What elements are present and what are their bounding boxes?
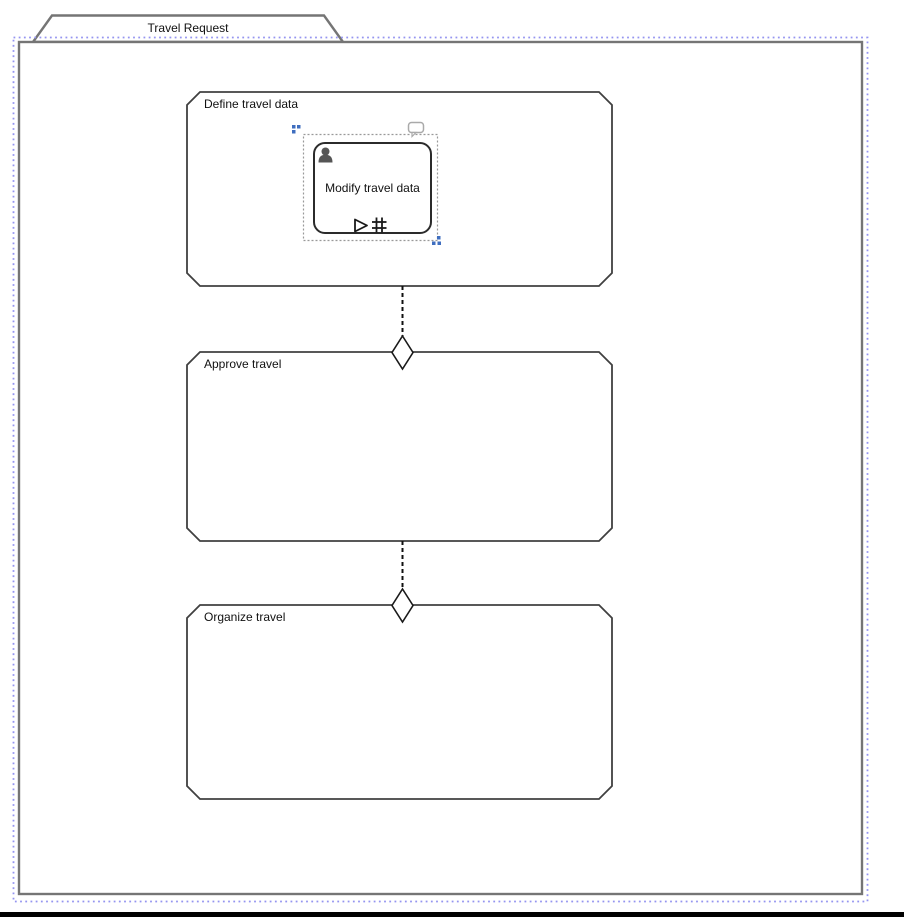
task-shape-modify-travel-data[interactable]: [313, 142, 432, 234]
stage-label-organize-travel: Organize travel: [204, 610, 286, 624]
case-plan-border[interactable]: [17, 40, 864, 896]
entry-criterion-diamond-approve-travel[interactable]: [391, 334, 414, 371]
task-label: Modify travel data: [325, 181, 420, 195]
entry-criterion-diamond-organize-travel[interactable]: [391, 587, 414, 624]
window-bottom-edge: [0, 912, 904, 917]
stage-shape-organize-travel[interactable]: [186, 604, 613, 800]
human-task-icon: [318, 147, 333, 163]
stage-label-approve-travel: Approve travel: [204, 357, 282, 371]
repetition-hash-icon: [372, 217, 387, 233]
case-plan-title: Travel Request: [147, 21, 229, 35]
stage-shape-approve-travel[interactable]: [186, 351, 613, 542]
case-plan-selection-outline: [12, 36, 869, 903]
manual-activation-triangle-icon: [354, 218, 368, 233]
case-plan-tab[interactable]: [32, 14, 344, 43]
resize-handle-nw[interactable]: [292, 125, 301, 134]
comment-bubble-icon[interactable]: [407, 121, 425, 138]
resize-handle-se[interactable]: [432, 236, 441, 245]
stage-label-define-travel-data: Define travel data: [204, 97, 299, 111]
